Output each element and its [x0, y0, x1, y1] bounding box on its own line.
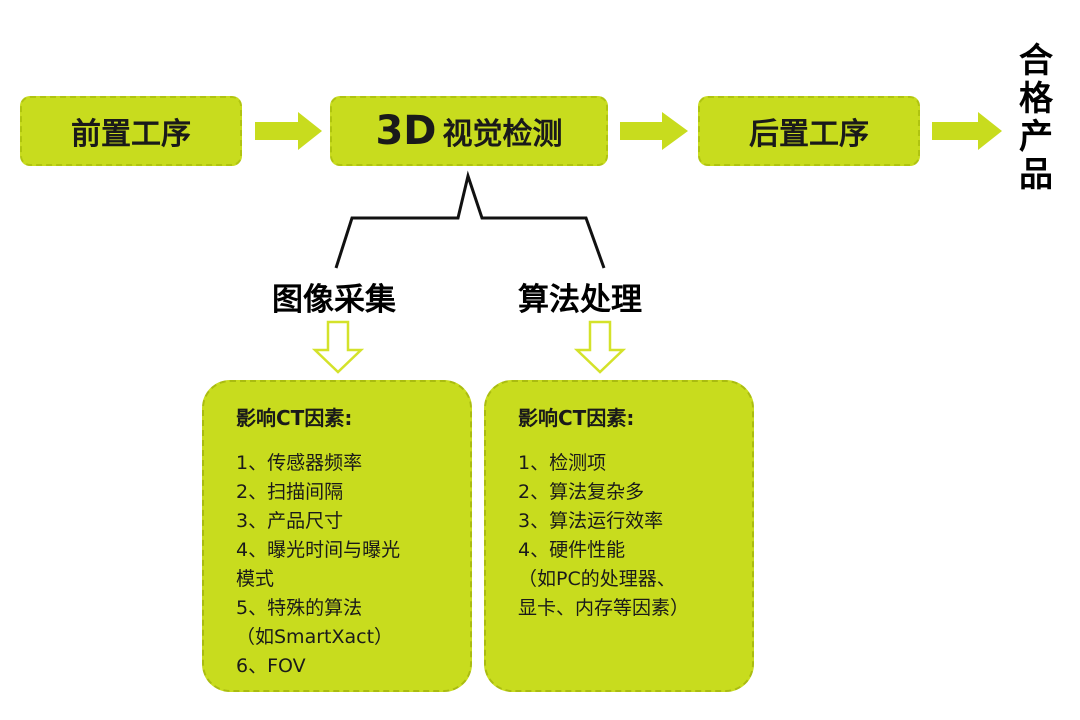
step-3d-bold: 3D [375, 108, 437, 154]
result-char: 格 [1019, 79, 1053, 119]
factor-item: 模式 [236, 568, 275, 590]
factor-item: 3、产品尺寸 [236, 510, 344, 532]
factor-item: 1、检测项 [518, 452, 607, 474]
down-arrow-left [311, 320, 365, 374]
factor-item: 显卡、内存等因素） [518, 597, 690, 619]
branch-connector [334, 170, 606, 269]
branch-title-image-capture: 图像采集 [272, 282, 396, 318]
step-3d-label: 视觉检测 [442, 117, 563, 152]
step-post-process-label: 后置工序 [749, 117, 869, 152]
factor-item: （如PC的处理器、 [518, 568, 676, 590]
factor-item: 2、算法复杂多 [518, 481, 645, 503]
down-arrow-right [573, 320, 627, 374]
qualified-product-label: 合 格 产 品 [1016, 42, 1056, 194]
factor-item: 3、算法运行效率 [518, 510, 664, 532]
step-pre-process: 前置工序 [20, 96, 242, 166]
factor-item: 6、FOV [236, 655, 306, 677]
factors-heading: 影响CT因素: [518, 406, 635, 430]
factors-heading: 影响CT因素: [236, 406, 353, 430]
result-char: 产 [1019, 117, 1053, 157]
flow-arrow-2 [620, 112, 688, 150]
factor-item: 2、扫描间隔 [236, 481, 344, 503]
factor-item: 5、特殊的算法 [236, 597, 363, 619]
factor-item: 4、硬件性能 [518, 539, 626, 561]
image-capture-factors-box: 影响CT因素: 1、传感器频率 2、扫描间隔 3、产品尺寸 4、曝光时间与曝光 … [202, 380, 472, 692]
step-3d-inspection: 3D 视觉检测 [330, 96, 608, 166]
factor-item: 1、传感器频率 [236, 452, 363, 474]
flow-arrow-3 [932, 112, 1002, 150]
flow-arrow-1 [255, 112, 322, 150]
branch-title-algorithm: 算法处理 [518, 282, 642, 318]
step-pre-process-label: 前置工序 [71, 117, 191, 152]
step-post-process: 后置工序 [698, 96, 920, 166]
algorithm-factors-box: 影响CT因素: 1、检测项 2、算法复杂多 3、算法运行效率 4、硬件性能 （如… [484, 380, 754, 692]
factor-item: 4、曝光时间与曝光 [236, 539, 401, 561]
result-char: 品 [1019, 155, 1053, 195]
factor-item: （如SmartXact） [236, 626, 394, 648]
result-char: 合 [1019, 41, 1053, 81]
